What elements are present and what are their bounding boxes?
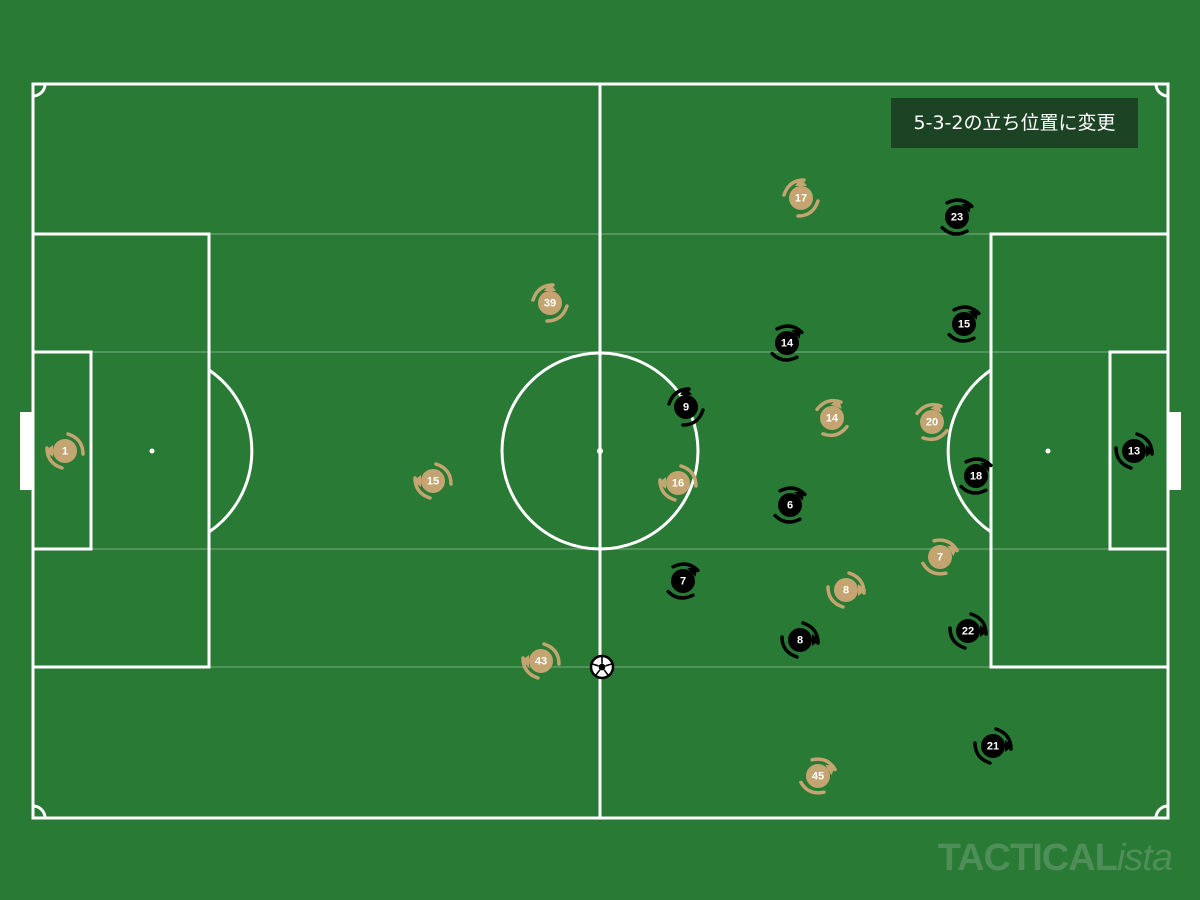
away-player-18-disc xyxy=(964,464,988,488)
right-penalty-spot xyxy=(1045,448,1051,454)
away-player-9-disc xyxy=(674,395,698,419)
home-player-8: 8 xyxy=(826,571,866,609)
right-penalty-arc xyxy=(946,368,992,534)
home-player-1-disc xyxy=(53,439,77,463)
home-player-20-number: 20 xyxy=(926,417,938,429)
left-penalty-spot xyxy=(149,448,155,454)
away-player-15-number: 15 xyxy=(958,319,970,331)
away-player-13-number: 13 xyxy=(1128,446,1140,458)
home-player-45-number: 45 xyxy=(812,771,824,783)
home-player-39: 39 xyxy=(531,283,569,323)
home-player-1: 1 xyxy=(45,432,85,470)
watermark-logo: TACTICALista xyxy=(937,837,1173,880)
home-player-8-disc xyxy=(834,578,858,602)
ball-icon xyxy=(589,654,615,680)
home-player-39-disc xyxy=(538,291,562,315)
away-player-7: 7 xyxy=(666,562,700,600)
home-player-15-number: 15 xyxy=(427,476,439,488)
home-player-14-disc xyxy=(820,406,844,430)
ball xyxy=(589,654,615,680)
watermark-main: TACTICAL xyxy=(937,837,1118,879)
home-player-43: 43 xyxy=(521,642,561,680)
home-player-20: 20 xyxy=(915,402,949,442)
home-player-1-number: 1 xyxy=(62,446,68,458)
home-player-7: 7 xyxy=(921,538,959,576)
home-player-17-number: 17 xyxy=(795,193,807,205)
players-layer: 1 15 39 43 16 17 14 20 7 8 45 23 15 14 9 13 18 6 7 8 22 21 xyxy=(45,178,1154,795)
home-player-7-number: 7 xyxy=(937,552,943,564)
right-goal xyxy=(1168,412,1181,490)
home-player-14-number: 14 xyxy=(826,413,839,425)
away-player-15: 15 xyxy=(947,305,981,343)
home-player-16-number: 16 xyxy=(672,478,684,490)
away-player-21: 21 xyxy=(973,727,1013,765)
home-player-15-disc xyxy=(421,469,445,493)
home-player-20-disc xyxy=(920,410,944,434)
away-player-13: 13 xyxy=(1114,432,1154,470)
left-penalty-arc xyxy=(208,368,254,534)
away-player-21-number: 21 xyxy=(987,741,999,753)
away-player-7-number: 7 xyxy=(680,576,686,588)
away-player-8-number: 8 xyxy=(797,635,803,647)
home-player-16-disc xyxy=(666,471,690,495)
away-player-9: 9 xyxy=(667,387,705,427)
away-player-22-disc xyxy=(956,619,980,643)
away-player-23-disc xyxy=(945,205,969,229)
home-player-17: 17 xyxy=(782,178,820,218)
tactical-caption: 5-3-2の立ち位置に変更 xyxy=(891,98,1138,148)
corner-arc-tl xyxy=(32,83,47,98)
away-player-15-disc xyxy=(952,312,976,336)
home-player-45: 45 xyxy=(799,757,837,795)
away-player-14-disc xyxy=(775,331,799,355)
away-player-14-number: 14 xyxy=(781,338,794,350)
away-player-18-number: 18 xyxy=(970,471,982,483)
corner-arc-bl xyxy=(32,804,47,819)
center-spot xyxy=(597,448,603,454)
home-player-17-disc xyxy=(789,186,813,210)
home-player-39-number: 39 xyxy=(544,298,556,310)
home-player-16: 16 xyxy=(658,464,698,502)
away-player-21-disc xyxy=(981,734,1005,758)
left-goal xyxy=(20,412,33,490)
away-player-8: 8 xyxy=(780,621,820,659)
home-player-14: 14 xyxy=(815,398,849,438)
home-player-7-disc xyxy=(928,545,952,569)
home-player-43-disc xyxy=(529,649,553,673)
away-player-22: 22 xyxy=(948,612,988,650)
away-player-9-number: 9 xyxy=(683,402,689,414)
home-player-8-number: 8 xyxy=(843,585,849,597)
home-player-15: 15 xyxy=(413,462,453,500)
away-player-7-disc xyxy=(671,569,695,593)
away-player-8-disc xyxy=(788,628,812,652)
home-player-45-disc xyxy=(806,764,830,788)
away-player-22-number: 22 xyxy=(962,626,974,638)
corner-arc-br xyxy=(1154,804,1169,819)
away-player-14: 14 xyxy=(770,324,804,362)
away-player-23-number: 23 xyxy=(951,212,963,224)
away-player-18: 18 xyxy=(959,457,993,495)
home-player-43-number: 43 xyxy=(535,656,547,668)
away-player-23: 23 xyxy=(940,198,974,236)
watermark-accent: ista xyxy=(1116,837,1173,879)
away-player-6-number: 6 xyxy=(787,500,793,512)
away-player-6-disc xyxy=(778,493,802,517)
away-player-6: 6 xyxy=(773,486,807,524)
corner-arc-tr xyxy=(1154,83,1169,98)
away-player-13-disc xyxy=(1122,439,1146,463)
center-circle xyxy=(500,351,700,551)
